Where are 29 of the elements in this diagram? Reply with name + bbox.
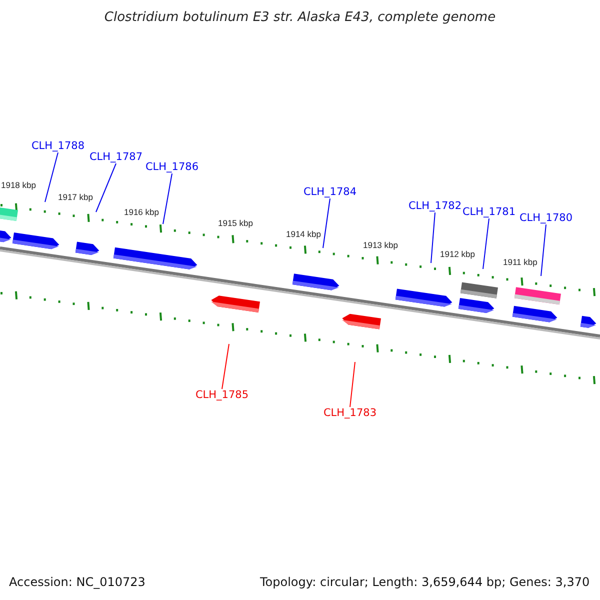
scale-label: 1917 kbp: [58, 193, 93, 202]
scale-label: 1918 kbp: [1, 181, 36, 190]
leader-line: [350, 362, 356, 408]
scale-label: 1914 kbp: [286, 230, 321, 238]
gene-label: CLH_1781: [462, 207, 516, 218]
scale-label: 1913 kbp: [363, 241, 398, 250]
gene-label: CLH_1780: [519, 213, 573, 224]
leader-line: [322, 198, 330, 248]
leader-line: [540, 224, 546, 276]
gene-label: CLH_1783: [323, 408, 377, 418]
gene-label: CLH_1787: [89, 152, 143, 162]
scale-label: 1916 kbp: [124, 208, 159, 216]
leader-line: [96, 163, 116, 212]
gene-label: CLH_1788: [31, 141, 85, 152]
gene-label: CLH_1785: [195, 390, 249, 400]
gene-label: CLH_1786: [145, 162, 199, 172]
scale-label: 1911 kbp: [503, 258, 538, 266]
leader-line: [430, 212, 436, 264]
leader-line: [44, 152, 58, 202]
gene-label: CLH_1782: [408, 201, 462, 212]
footer-text: Topology: circular; Length: 3,659,644 bp; Genes: 3,370: [260, 576, 590, 588]
scale-label: 1912 kbp: [440, 250, 475, 258]
leader-line: [482, 218, 490, 270]
chart-title: Clostridium botulinum E3 str. Alaska E43, complete genome: [104, 11, 496, 24]
leader-line: [162, 173, 172, 224]
leader-line: [222, 344, 230, 390]
footer-text: Accession: NC_010723: [9, 576, 146, 588]
scale-label: 1915 kbp: [218, 219, 253, 228]
gene-label: CLH_1784: [303, 187, 357, 198]
